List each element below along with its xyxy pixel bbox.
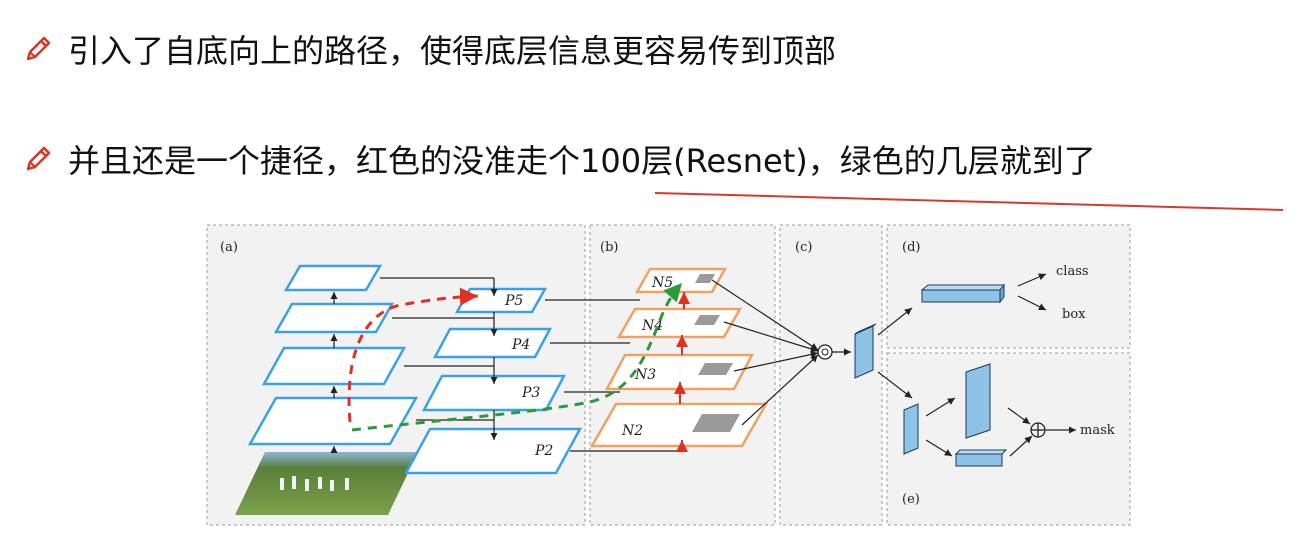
bullet-1-text: 引入了自底向上的路径，使得底层信息更容易传到顶部 <box>68 32 837 70</box>
bullet-2-text: 并且还是一个捷径，红色的没准走个100层(Resnet)，绿色的几层就到了 <box>68 142 1096 180</box>
fused-feature-block <box>854 323 877 379</box>
p4-label: P4 <box>511 337 530 353</box>
p3-label: P3 <box>521 385 540 401</box>
green-dashed-path <box>351 282 684 432</box>
red-underline-annotation <box>654 192 1284 211</box>
mask-branch-arrows <box>925 397 1076 457</box>
pencil-icon <box>26 36 51 61</box>
panel-b-label: (b) <box>600 240 618 255</box>
mask-conv-block-1 <box>903 403 919 455</box>
lateral-connections <box>380 277 498 440</box>
n2-label: N2 <box>621 423 643 439</box>
mask-output-label: mask <box>1080 423 1115 438</box>
input-image <box>235 452 418 515</box>
panel-e <box>886 352 1131 526</box>
fc-fusion-block <box>954 449 1008 467</box>
input-image-people <box>280 476 349 491</box>
p2-label: P2 <box>534 443 553 459</box>
box-branch-arrow <box>877 307 913 336</box>
class-box-arrows <box>1017 273 1047 311</box>
fpn-levels <box>403 287 583 475</box>
panel-c-label: (c) <box>795 240 812 255</box>
panel-d <box>886 224 1131 349</box>
panel-e-label: (e) <box>902 492 920 507</box>
class-output-label: class <box>1056 264 1089 279</box>
panel-d-label: (d) <box>902 240 920 255</box>
box-output-label: box <box>1062 307 1086 322</box>
mask-conv-block-2 <box>965 363 991 439</box>
bullet-1: 引入了自底向上的路径，使得底层信息更容易传到顶部 <box>22 26 836 72</box>
fc-layer-block <box>920 283 1006 304</box>
bottom-up-feature-blocks <box>692 274 740 432</box>
mask-branch-arrow <box>877 371 913 399</box>
p-to-n-connections <box>545 299 680 452</box>
n3-label: N3 <box>634 367 656 383</box>
fusion-node <box>817 344 833 360</box>
p5-label: P5 <box>504 293 523 309</box>
sum-node <box>1030 422 1046 438</box>
bullet-2: 并且还是一个捷径，红色的没准走个100层(Resnet)，绿色的几层就到了 <box>22 136 1096 182</box>
pencil-icon <box>26 146 51 171</box>
fusion-node-inner <box>821 348 829 356</box>
red-dashed-path <box>347 287 479 423</box>
panel-c <box>779 224 883 526</box>
adaptive-pooling-connections <box>711 279 819 426</box>
panel-a-label: (a) <box>220 240 238 255</box>
n5-label: N5 <box>651 275 673 291</box>
backbone-levels <box>247 264 419 446</box>
bottom-up-red-arrows <box>674 292 690 452</box>
